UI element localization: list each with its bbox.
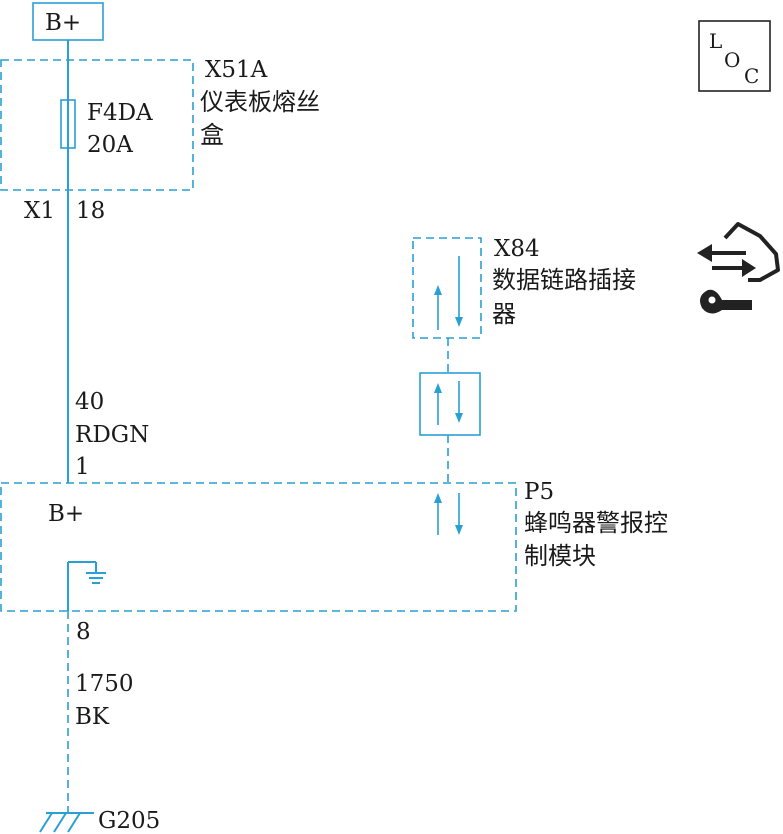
battery-box [32, 2, 104, 41]
fuse-box-name-2: 盒 [200, 121, 224, 149]
wire1-pin: 1 [75, 454, 90, 480]
inline-connector [419, 372, 481, 436]
diagnostic-tool-icon [697, 222, 780, 314]
dlc-id: X84 [494, 236, 540, 262]
dlc-data-arrows [434, 256, 463, 330]
fuse-rating: 20A [87, 132, 133, 158]
fuse-box-id: X51A [205, 57, 268, 83]
loc-c: C [744, 64, 759, 88]
dlc-name-2: 器 [492, 300, 516, 328]
ground-symbol-icon [68, 561, 106, 584]
dlc-outline [412, 237, 482, 339]
wire2-color: BK [75, 704, 110, 730]
dlc-name-1: 数据链路插接 [492, 266, 636, 294]
fuse-box-name-1: 仪表板熔丝 [200, 88, 320, 116]
module-id: P5 [524, 479, 554, 505]
module-supply-label: B+ [48, 501, 84, 527]
fuse-connector: X1 [24, 198, 55, 224]
chassis-ground-icon [39, 812, 94, 833]
fuse-id: F4DA [87, 100, 153, 126]
ground-id: G205 [98, 808, 160, 834]
loc-o: O [724, 48, 740, 72]
inline-data-arrows [434, 381, 463, 425]
wire2-circuit: 1750 [75, 671, 134, 697]
module-name-2: 制模块 [524, 542, 596, 570]
module-data-arrows [434, 493, 463, 535]
loc-l: L [709, 29, 722, 53]
fuse-box-outline [0, 59, 194, 191]
module-outline [0, 482, 517, 612]
loc-badge: L O C [698, 20, 771, 92]
wire1-circuit: 40 [75, 389, 104, 415]
module-ground-pin: 8 [76, 619, 91, 645]
module-name-1: 蜂鸣器警报控 [524, 509, 668, 537]
wire1-color: RDGN [75, 422, 149, 448]
fuse-pin: 18 [76, 198, 105, 224]
battery-label: B+ [45, 10, 81, 36]
